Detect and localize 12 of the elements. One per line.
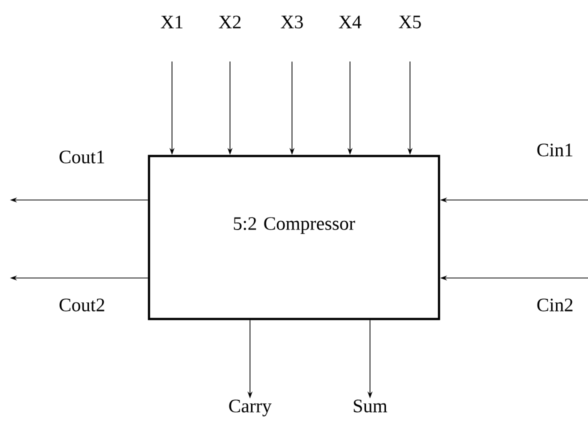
edge-label: Cin2 — [537, 298, 572, 312]
compressor-box: 5:2 Compressor — [148, 154, 440, 320]
edge-label: Cout2 — [60, 298, 104, 312]
signal-label: X3 — [280, 16, 303, 28]
signal-label: X5 — [398, 16, 421, 28]
signal-label: X1 — [160, 16, 182, 28]
signal-label: Sum — [354, 400, 388, 412]
edge-label: Cout1 — [60, 150, 104, 164]
signal-label: X2 — [218, 16, 241, 28]
edge-label: Cin1 — [537, 144, 572, 156]
signal-label: X4 — [338, 16, 362, 28]
signal-label: Carry — [229, 400, 272, 416]
